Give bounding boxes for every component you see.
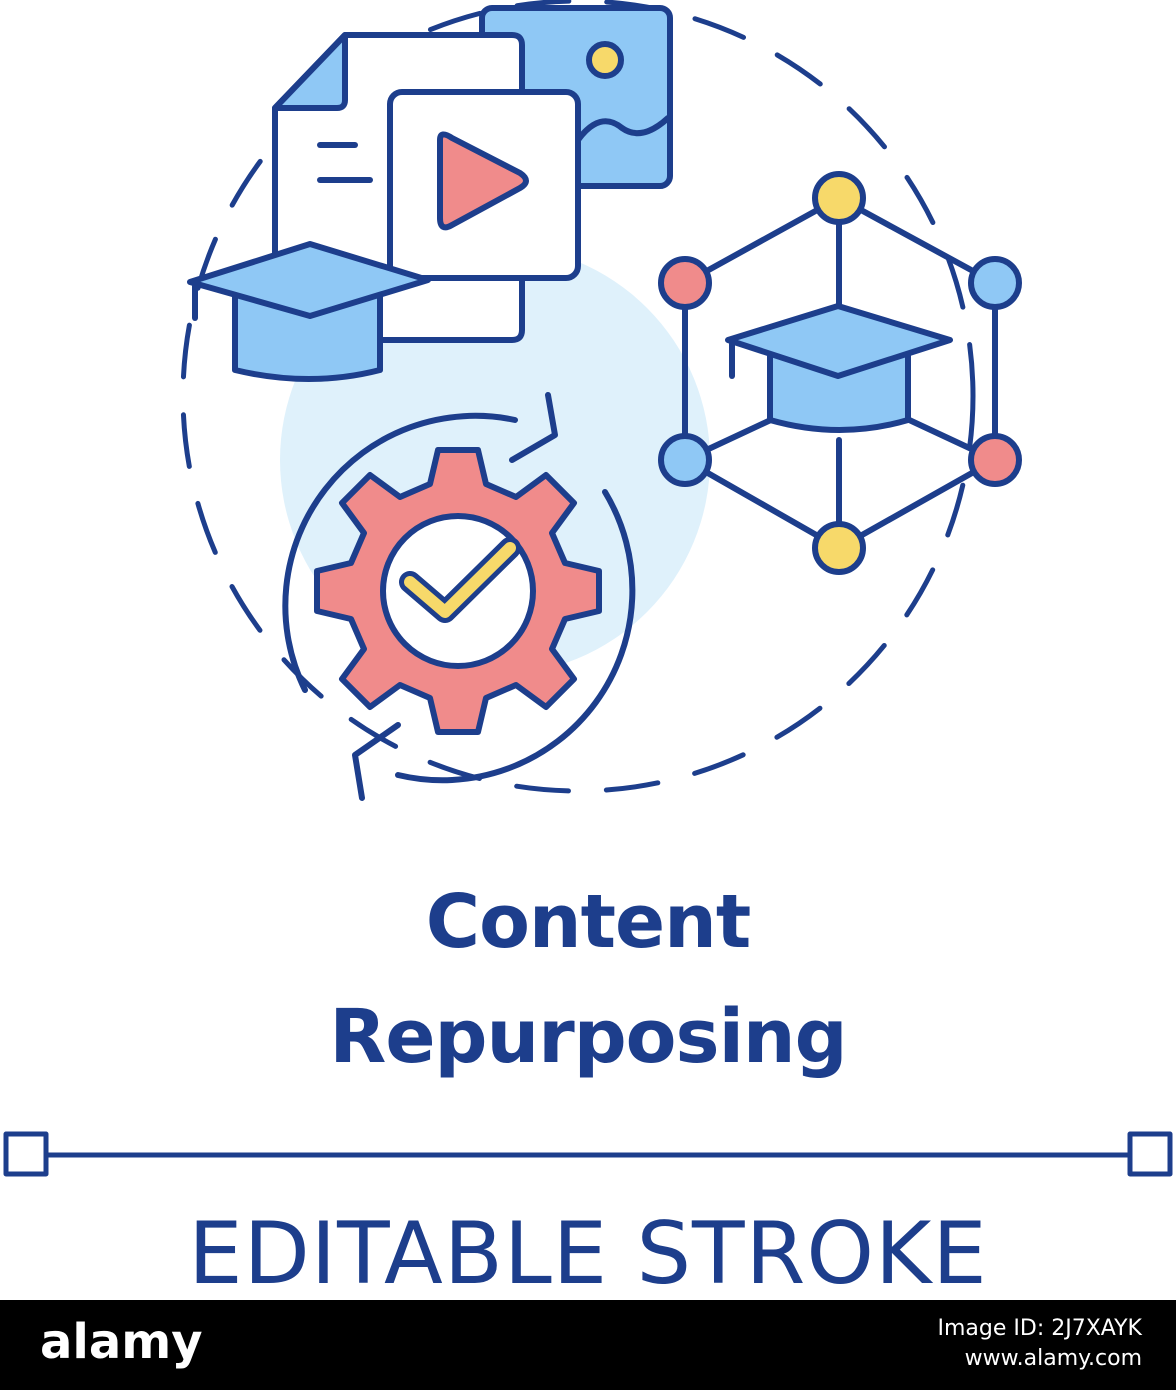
dashed-orbit-ring <box>180 0 976 794</box>
footer-bar: alamy Image ID: 2J7XAYK www.alamy.com <box>0 1300 1176 1390</box>
network-cube-icon <box>658 171 1022 575</box>
refresh-arrows-icon <box>282 392 636 801</box>
title-line-2: Repurposing <box>329 994 847 1080</box>
gear-check-icon <box>314 447 602 735</box>
editable-stroke-line <box>3 1131 1173 1177</box>
editable-stroke-label: EDITABLE STROKE <box>188 1204 988 1304</box>
graduation-cap-icon <box>187 241 431 382</box>
image-id: Image ID: 2J7XAYK <box>937 1316 1143 1341</box>
title-line-1: Content <box>425 879 751 965</box>
alamy-logo: alamy <box>40 1314 203 1370</box>
site-url: www.alamy.com <box>964 1346 1142 1371</box>
footer-meta: Image ID: 2J7XAYK www.alamy.com <box>938 1314 1143 1374</box>
content-repurposing-illustration <box>3 0 1173 1177</box>
video-play-icon <box>387 89 581 281</box>
